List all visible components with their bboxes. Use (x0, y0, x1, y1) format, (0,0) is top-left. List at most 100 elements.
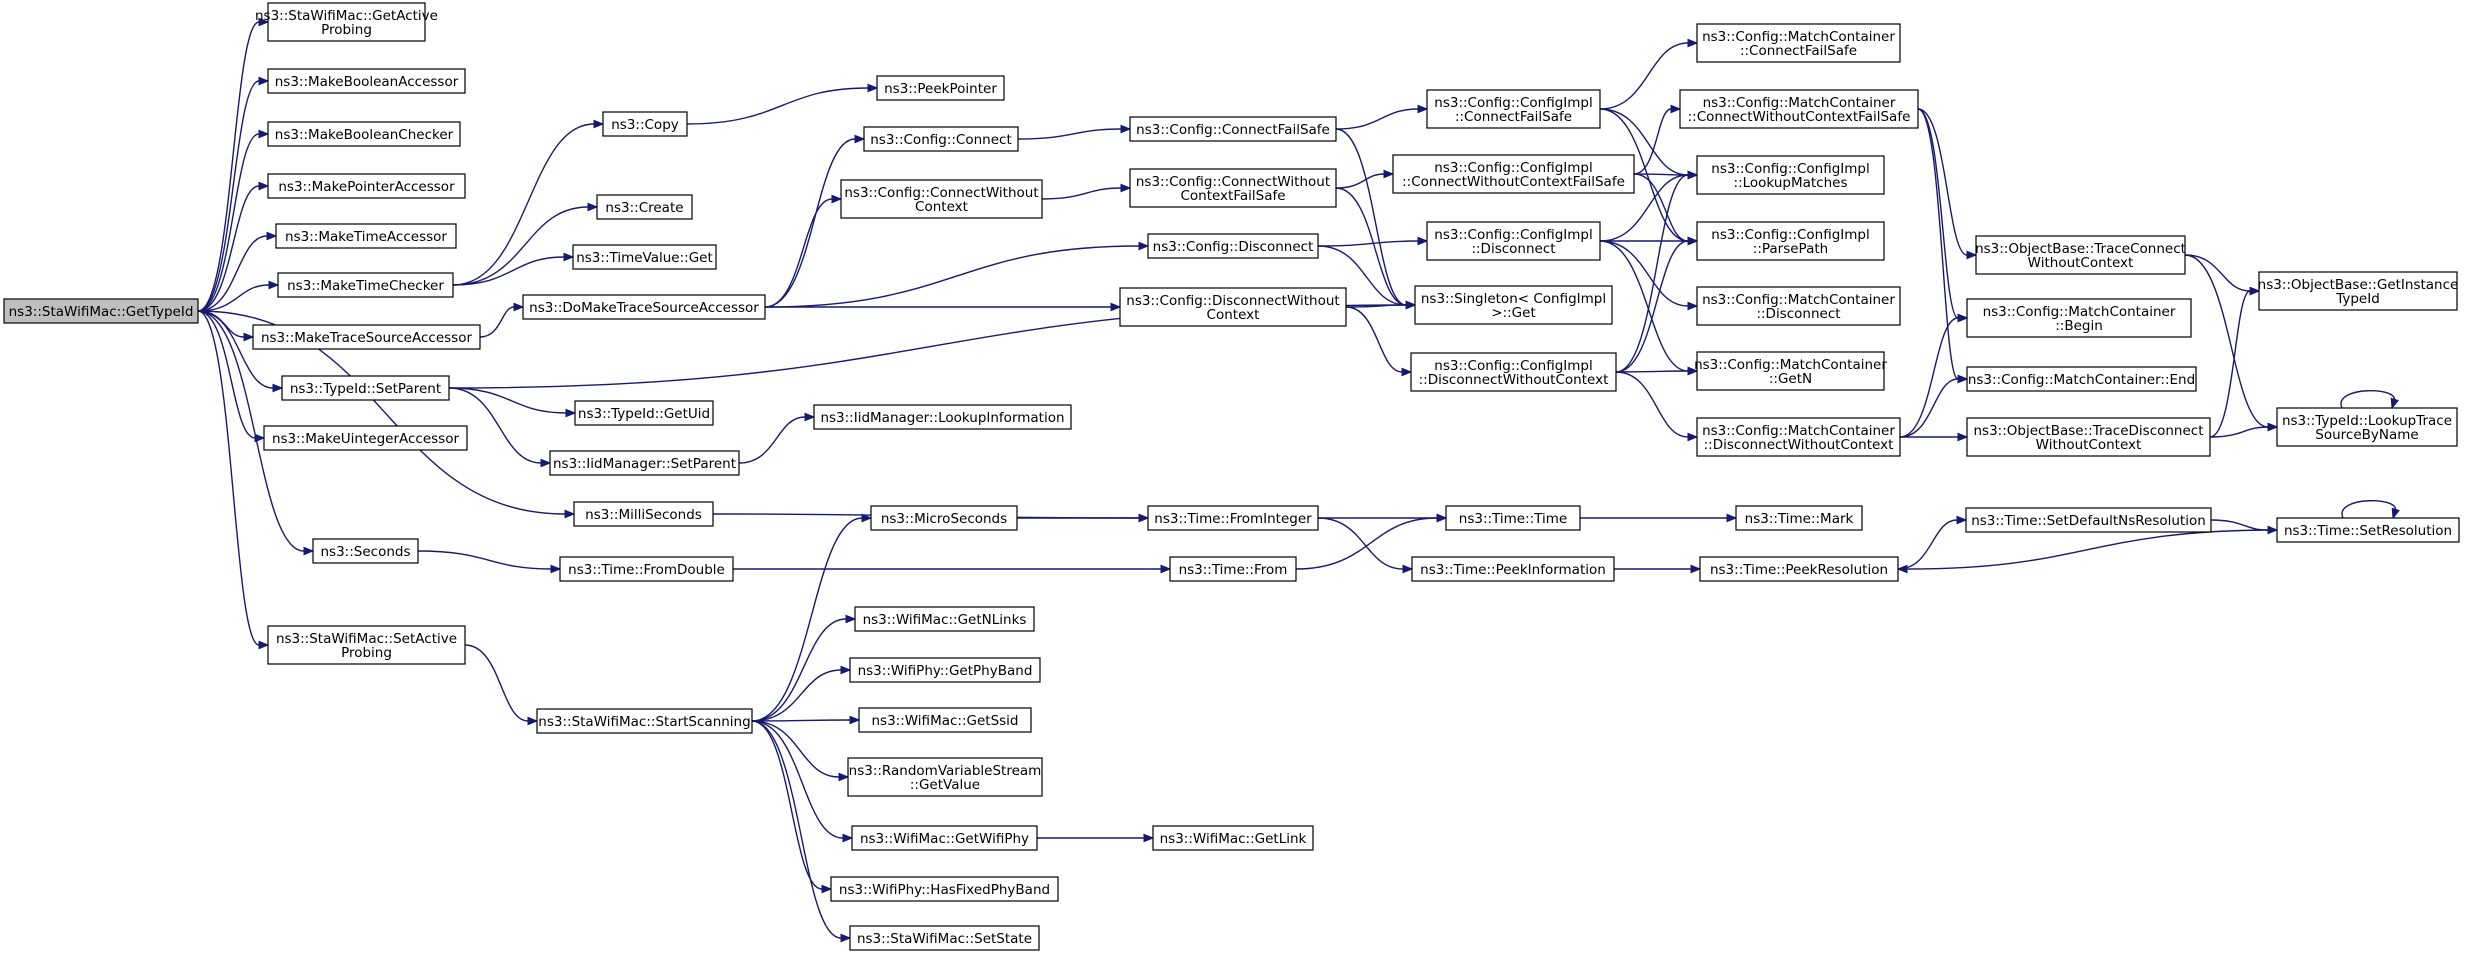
node-label: ns3::Time::FromInteger (1154, 511, 1312, 527)
node-ns3-config-configimpl-lookupmatches[interactable]: ns3::Config::ConfigImpl::LookupMatches (1696, 155, 1885, 195)
node-ns3-randomvariablestream-getvalue[interactable]: ns3::RandomVariableStream::GetValue (847, 757, 1043, 797)
node-ns3-singleton-configimpl-get[interactable]: ns3::Singleton< ConfigImpl>::Get (1414, 285, 1613, 325)
node-ns3-config-configimpl-parsepath[interactable]: ns3::Config::ConfigImpl::ParsePath (1696, 221, 1885, 261)
node-label: Probing (341, 645, 392, 661)
edge-n0-to-n6 (197, 280, 280, 312)
node-ns3-config-connect[interactable]: ns3::Config::Connect (863, 126, 1019, 152)
node-ns3-maketimechecker[interactable]: ns3::MakeTimeChecker (277, 272, 454, 298)
node-ns3-config-matchcontainer-disconnectwithoutcontext[interactable]: ns3::Config::MatchContainer::DisconnectW… (1696, 417, 1901, 457)
node-box (1735, 505, 1863, 531)
node-box (572, 244, 717, 270)
edge-n0-to-n10 (197, 310, 576, 519)
edge-n20-to-n28 (751, 715, 861, 725)
node-label: ns3::Config::MatchContainer (1702, 29, 1895, 45)
node-ns3-milliseconds[interactable]: ns3::MilliSeconds (573, 501, 714, 527)
node-ns3-config-matchcontainer-disconnect[interactable]: ns3::Config::MatchContainer::Disconnect (1696, 286, 1901, 326)
node-box (1392, 154, 1635, 194)
edge-n0-to-n3 (197, 129, 270, 312)
node-ns3-stawifimac-gettypeid[interactable]: ns3::StaWifiMac::GetTypeId (3, 298, 199, 324)
node-ns3-maketimeaccessor[interactable]: ns3::MakeTimeAccessor (275, 223, 457, 249)
node-box (1147, 505, 1319, 531)
node-ns3-time-time[interactable]: ns3::Time::Time (1445, 505, 1581, 531)
edge-n20-to-n27 (751, 665, 852, 722)
node-ns3-typeid-getuid[interactable]: ns3::TypeId::GetUid (574, 400, 714, 426)
node-ns3-time-setdefaultnsresolution[interactable]: ns3::Time::SetDefaultNsResolution (1965, 507, 2212, 533)
node-ns3-config-matchcontainer-connectwithoutcontextfailsafe[interactable]: ns3::Config::MatchContainer::ConnectWith… (1679, 89, 1919, 129)
node-label: ns3::Copy (611, 117, 679, 133)
edge-n8-to-n17 (448, 387, 577, 418)
node-ns3-create[interactable]: ns3::Create (596, 194, 693, 220)
node-ns3-config-disconnect[interactable]: ns3::Config::Disconnect (1147, 233, 1319, 259)
node-ns3-objectbase-traceconnect-withoutcontext[interactable]: ns3::ObjectBase::TraceConnectWithoutCont… (1975, 235, 2186, 275)
node-box (1426, 89, 1601, 129)
edge-n25-to-n37 (1017, 513, 1150, 523)
node-ns3-config-configimpl-connectwithoutcontextfailsafe[interactable]: ns3::Config::ConfigImpl::ConnectWithoutC… (1392, 154, 1635, 194)
node-label: ns3::Config::ConfigImpl (1434, 227, 1592, 243)
node-label: ns3::TimeValue::Get (576, 250, 713, 266)
node-label: ::GetN (1769, 371, 1812, 387)
node-box (1129, 116, 1337, 142)
node-box (275, 223, 457, 249)
node-ns3-time-peekinformation[interactable]: ns3::Time::PeekInformation (1411, 556, 1615, 582)
node-ns3-time-frominteger[interactable]: ns3::Time::FromInteger (1147, 505, 1319, 531)
node-ns3-config-configimpl-disconnectwithoutcontext[interactable]: ns3::Config::ConfigImpl::DisconnectWitho… (1410, 352, 1617, 392)
node-ns3-stawifimac-setstate[interactable]: ns3::StaWifiMac::SetState (849, 925, 1040, 951)
node-ns3-makeuintegeraccessor[interactable]: ns3::MakeUintegerAccessor (263, 425, 468, 451)
edge-n59-to-n62 (2209, 422, 2279, 438)
node-ns3-iidmanager-setparent[interactable]: ns3::IidManager::SetParent (549, 450, 740, 476)
node-ns3-config-disconnectwithout-context[interactable]: ns3::Config::DisconnectWithoutContext (1119, 287, 1347, 327)
node-ns3-domaketracesourceaccessor[interactable]: ns3::DoMakeTraceSourceAccessor (522, 294, 766, 320)
node-ns3-makebooleanchecker[interactable]: ns3::MakeBooleanChecker (267, 121, 461, 147)
node-label: ns3::Config::Disconnect (1153, 239, 1314, 255)
node-ns3-config-configimpl-disconnect[interactable]: ns3::Config::ConfigImpl::Disconnect (1426, 221, 1601, 261)
node-ns3-maketracesourceaccessor[interactable]: ns3::MakeTraceSourceAccessor (252, 324, 481, 350)
edge-n19-to-n38 (733, 564, 1172, 574)
node-ns3-wifimac-getssid[interactable]: ns3::WifiMac::GetSsid (858, 707, 1032, 733)
node-ns3-wifiphy-hasfixedphyband[interactable]: ns3::WifiPhy::HasFixedPhyBand (830, 876, 1059, 902)
node-ns3-iidmanager-lookupinformation[interactable]: ns3::IidManager::LookupInformation (813, 404, 1072, 430)
node-ns3-wifimac-getnlinks[interactable]: ns3::WifiMac::GetNLinks (854, 606, 1035, 632)
node-ns3-config-connectwithout-contextfailsafe[interactable]: ns3::Config::ConnectWithoutContextFailSa… (1129, 168, 1337, 208)
node-ns3-seconds[interactable]: ns3::Seconds (312, 538, 419, 564)
node-ns3-microseconds[interactable]: ns3::MicroSeconds (870, 505, 1018, 531)
node-ns3-config-matchcontainer-begin[interactable]: ns3::Config::MatchContainer::Begin (1966, 298, 2192, 338)
node-ns3-time-peekresolution[interactable]: ns3::Time::PeekResolution (1699, 556, 1899, 582)
node-label: ns3::Config::ConfigImpl (1434, 95, 1592, 111)
edge-n18-to-n24 (738, 412, 816, 464)
node-ns3-config-connectwithout-context[interactable]: ns3::Config::ConnectWithoutContext (840, 179, 1043, 219)
node-label: ns3::MakePointerAccessor (278, 179, 455, 195)
node-ns3-config-connectfailsafe[interactable]: ns3::Config::ConnectFailSafe (1129, 116, 1337, 142)
node-box (1169, 556, 1297, 582)
node-ns3-config-matchcontainer-getn[interactable]: ns3::Config::MatchContainer::GetN (1694, 351, 1887, 391)
node-label: ns3::MakeTimeAccessor (285, 229, 447, 245)
node-label: ns3::StaWifiMac::GetActive (255, 8, 438, 24)
node-box (574, 400, 714, 426)
edge-n20-to-n32 (751, 720, 852, 943)
node-ns3-wifiphy-getphyband[interactable]: ns3::WifiPhy::GetPhyBand (849, 657, 1041, 683)
node-box (876, 75, 1005, 101)
node-ns3-wifimac-getwifiphy[interactable]: ns3::WifiMac::GetWifiPhy (851, 825, 1038, 851)
node-label: ::ParsePath (1753, 241, 1828, 257)
node-ns3-time-mark[interactable]: ns3::Time::Mark (1735, 505, 1863, 531)
node-ns3-config-matchcontainer-end[interactable]: ns3::Config::MatchContainer::End (1966, 366, 2197, 392)
node-ns3-copy[interactable]: ns3::Copy (602, 111, 688, 137)
node-ns3-peekpointer[interactable]: ns3::PeekPointer (876, 75, 1005, 101)
node-ns3-time-fromdouble[interactable]: ns3::Time::FromDouble (559, 556, 734, 582)
node-ns3-makebooleanaccessor[interactable]: ns3::MakeBooleanAccessor (267, 68, 466, 94)
node-box (1696, 417, 1901, 457)
node-ns3-objectbase-tracedisconnect-withoutcontext[interactable]: ns3::ObjectBase::TraceDisconnectWithoutC… (1966, 417, 2211, 457)
node-ns3-stawifimac-startscanning[interactable]: ns3::StaWifiMac::StartScanning (536, 708, 753, 734)
node-ns3-timevalue-get[interactable]: ns3::TimeValue::Get (572, 244, 717, 270)
node-ns3-time-from[interactable]: ns3::Time::From (1169, 556, 1297, 582)
node-ns3-config-configimpl-connectfailsafe[interactable]: ns3::Config::ConfigImpl::ConnectFailSafe (1426, 89, 1601, 129)
node-ns3-makepointeraccessor[interactable]: ns3::MakePointerAccessor (267, 173, 466, 199)
node-label: ns3::WifiMac::GetSsid (871, 713, 1018, 729)
node-ns3-wifimac-getlink[interactable]: ns3::WifiMac::GetLink (1152, 825, 1314, 851)
node-ns3-config-matchcontainer-connectfailsafe[interactable]: ns3::Config::MatchContainer::ConnectFail… (1696, 23, 1901, 63)
node-ns3-time-setresolution[interactable]: ns3::Time::SetResolution (2276, 517, 2460, 543)
node-ns3-typeid-setparent[interactable]: ns3::TypeId::SetParent (281, 375, 450, 401)
